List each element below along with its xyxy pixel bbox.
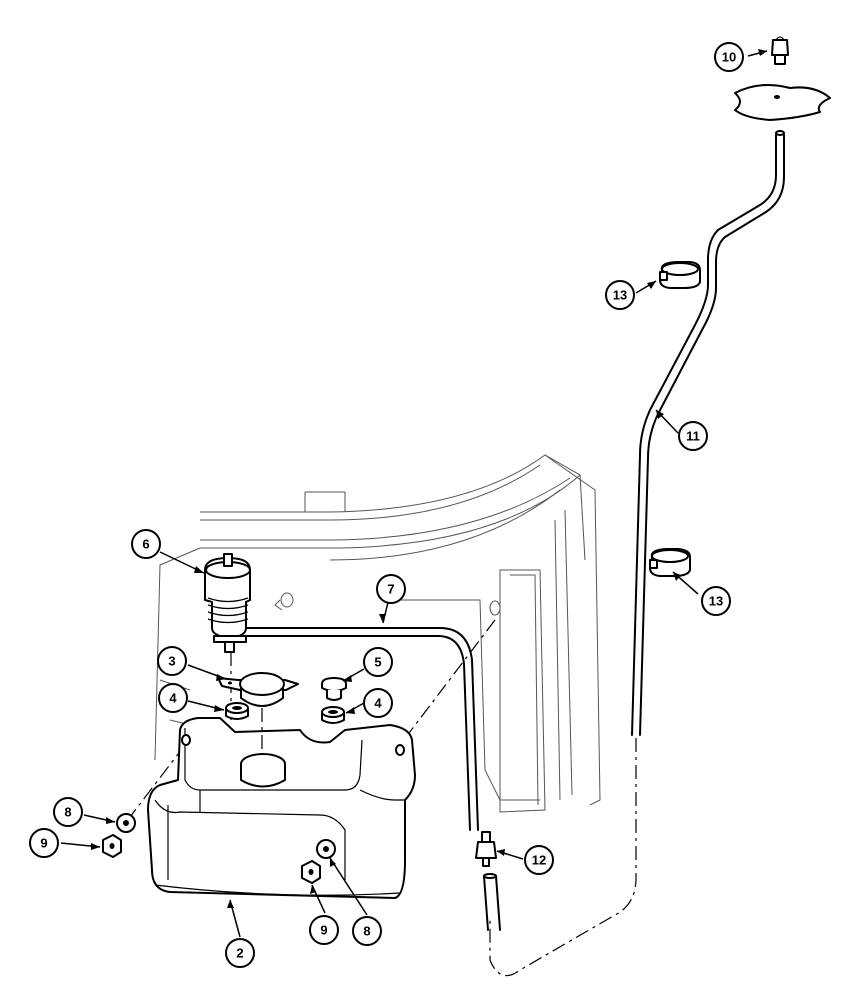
callout-2: 2 <box>225 938 255 968</box>
svg-text:7: 7 <box>387 582 394 597</box>
callout-5: 5 <box>363 647 393 677</box>
svg-text:6: 6 <box>142 537 149 552</box>
washer-bottom <box>316 839 336 859</box>
svg-text:5: 5 <box>374 655 381 670</box>
svg-text:13: 13 <box>709 594 723 609</box>
svg-text:2: 2 <box>236 946 243 961</box>
reservoir-cap <box>217 672 299 707</box>
hose-clip-upper <box>659 261 701 289</box>
callout-7: 7 <box>376 574 406 604</box>
svg-text:12: 12 <box>532 853 546 868</box>
callout-10: 10 <box>714 42 744 72</box>
callout-12: 12 <box>524 845 554 875</box>
callout-9-left: 9 <box>29 828 59 858</box>
callout-8-bottom: 8 <box>352 916 382 946</box>
callout-4-left: 4 <box>158 683 188 713</box>
svg-text:9: 9 <box>40 836 47 851</box>
hose-connector <box>475 831 497 867</box>
svg-text:8: 8 <box>64 805 71 820</box>
callout-13-upper: 13 <box>605 280 635 310</box>
mounting-pad <box>734 83 831 121</box>
nut-left <box>102 834 122 858</box>
callout-4-right: 4 <box>363 688 393 718</box>
callout-11: 11 <box>678 421 708 451</box>
grommet-right <box>321 706 345 724</box>
hose-stub <box>483 873 501 931</box>
washer-pump <box>204 553 251 653</box>
nut-bottom <box>301 860 321 884</box>
callout-3: 3 <box>157 646 187 676</box>
plug <box>321 677 347 701</box>
routing-line <box>489 738 637 977</box>
svg-text:9: 9 <box>320 923 327 938</box>
callout-6: 6 <box>131 529 161 559</box>
nozzle <box>771 36 789 65</box>
reservoir <box>147 717 416 899</box>
svg-text:13: 13 <box>613 288 627 303</box>
svg-text:4: 4 <box>374 696 382 711</box>
washer-hose <box>242 627 479 831</box>
svg-text:8: 8 <box>363 924 370 939</box>
washer-left <box>116 813 136 833</box>
washer-hose-upper <box>631 130 785 736</box>
svg-text:10: 10 <box>722 50 736 65</box>
svg-text:3: 3 <box>168 654 175 669</box>
grommet-left <box>225 702 249 720</box>
svg-text:11: 11 <box>686 429 700 444</box>
hose-clip-lower <box>649 548 691 577</box>
callout-13-lower: 13 <box>701 586 731 616</box>
cab-structure <box>154 454 601 813</box>
leader-arrowheads <box>91 49 767 908</box>
svg-text:4: 4 <box>169 691 177 706</box>
callout-9-bottom: 9 <box>309 915 339 945</box>
callout-8-left: 8 <box>53 797 83 827</box>
